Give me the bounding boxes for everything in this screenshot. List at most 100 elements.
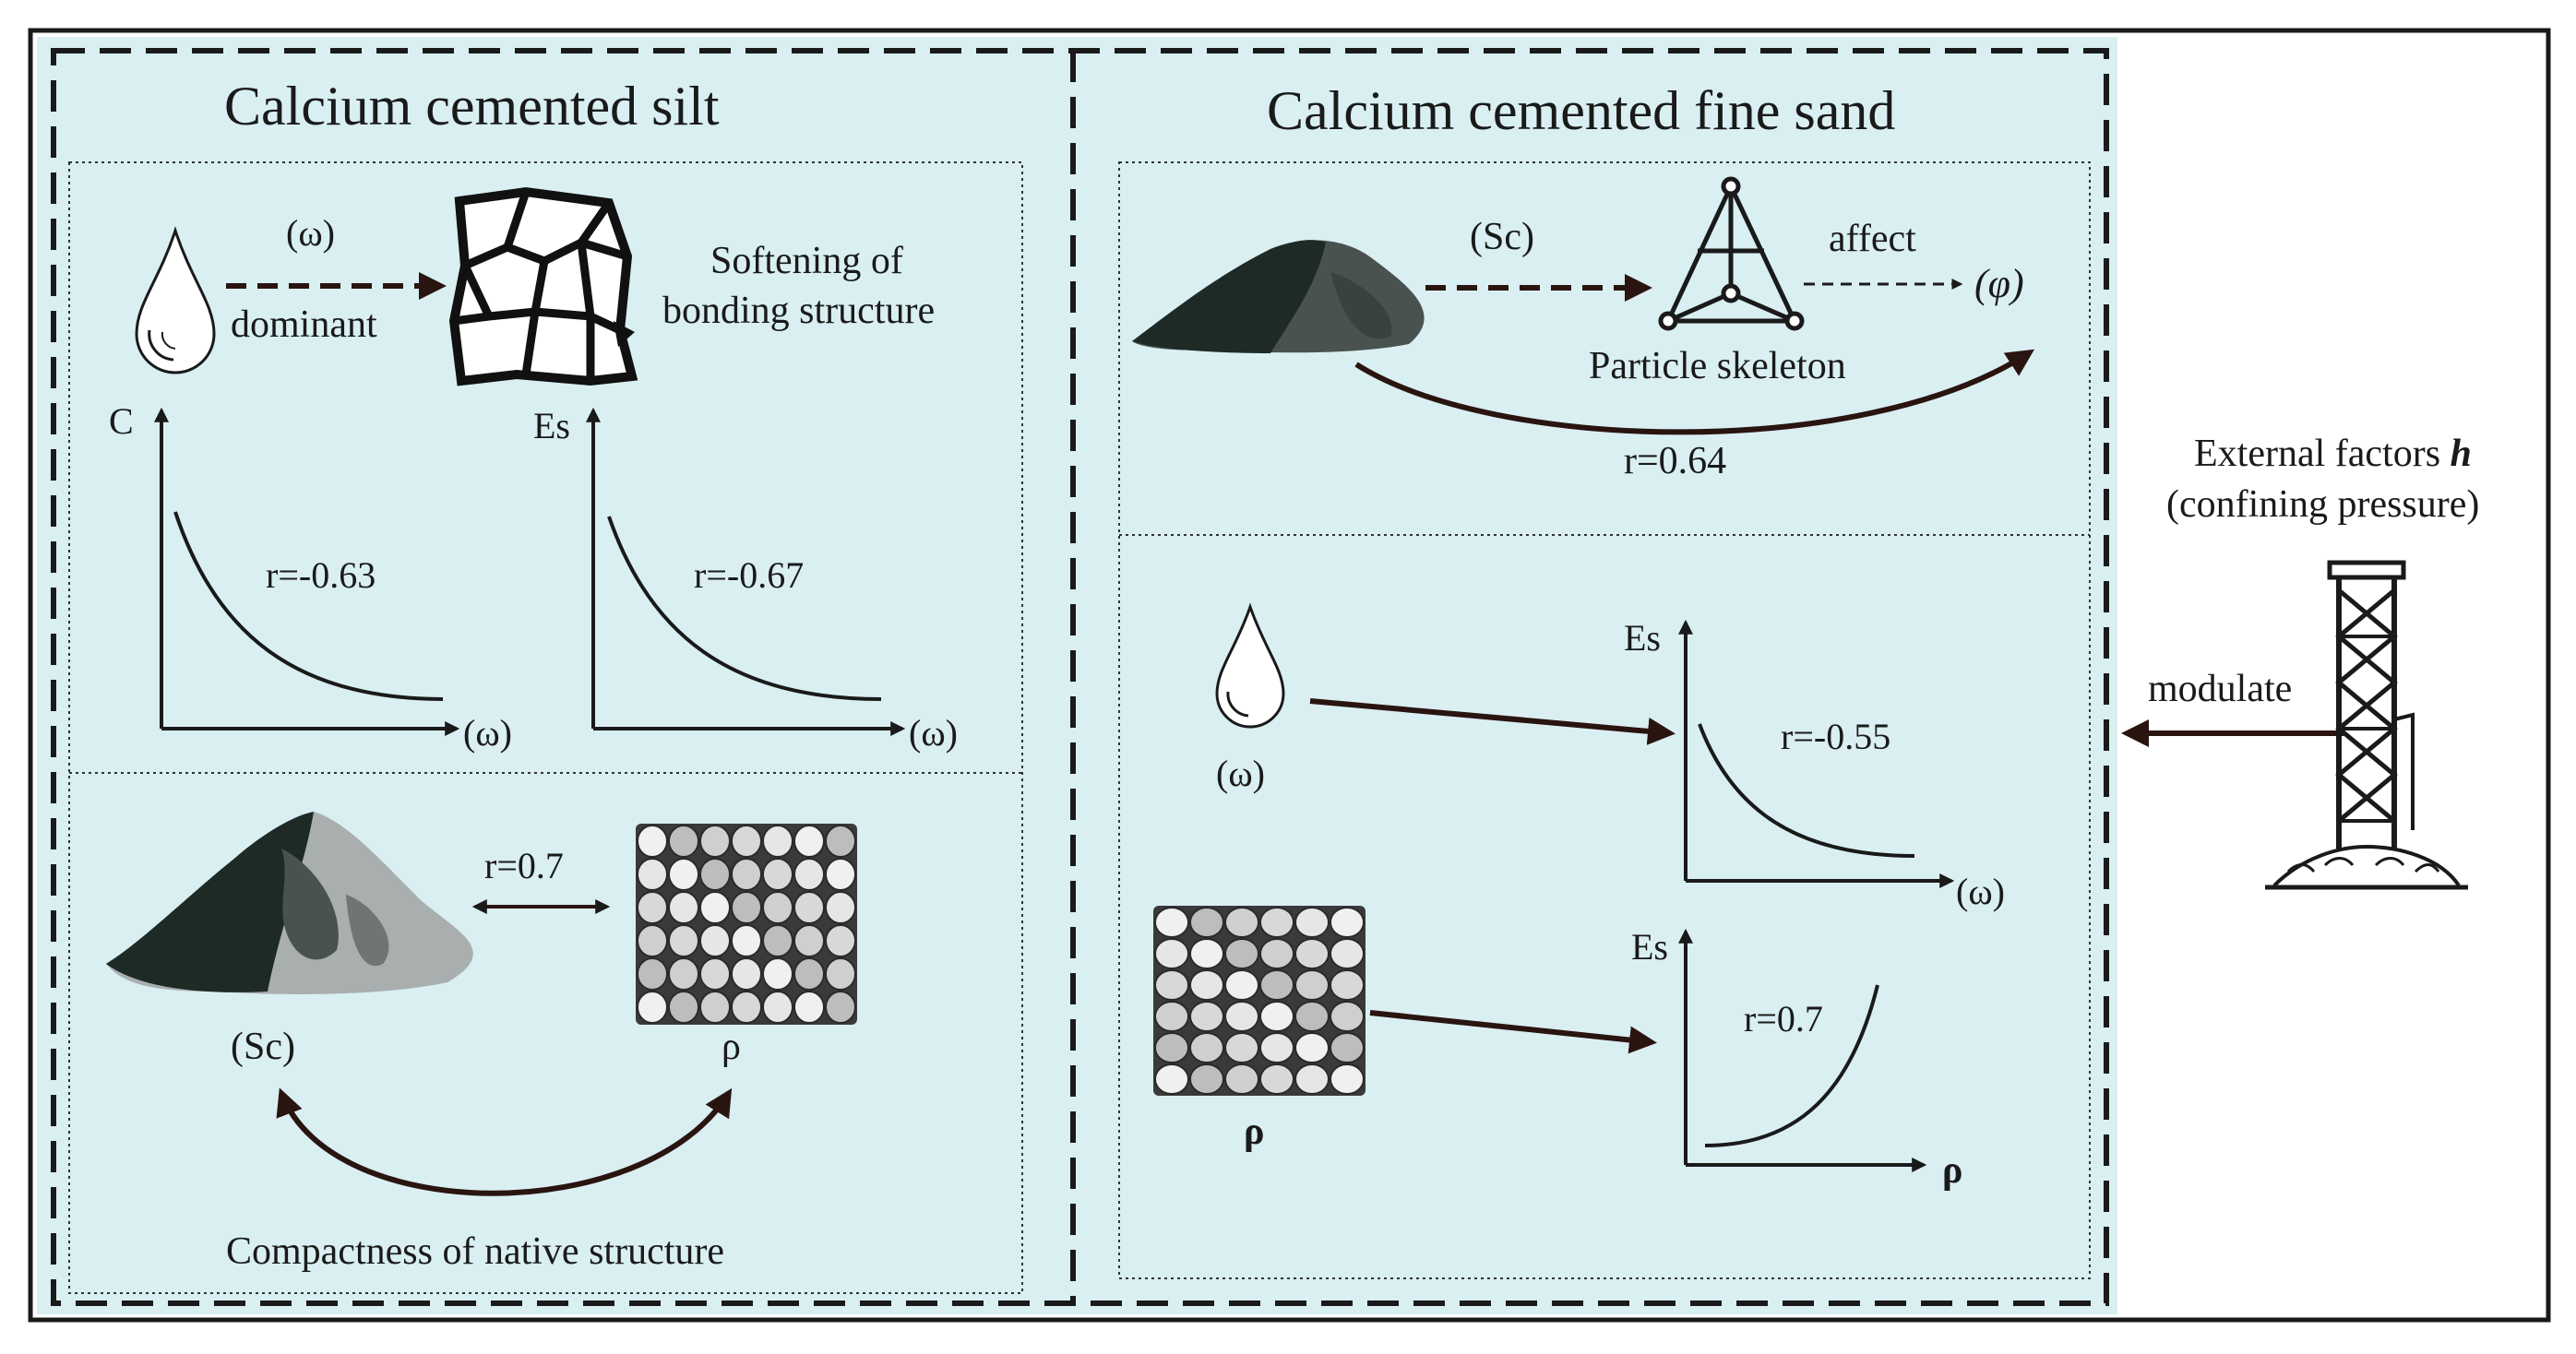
- rho-to-es-arrow: [1369, 1010, 1657, 1054]
- particle-grain: [1154, 907, 1189, 938]
- particle-grain: [762, 957, 793, 991]
- plot-es-vs-w-silt: Es (ω) r=-0.67: [533, 405, 958, 754]
- cracked-block-icon: [448, 186, 638, 386]
- particle-grain: [762, 891, 793, 924]
- particle-grain: [1224, 1032, 1259, 1063]
- particle-grain: [1154, 969, 1189, 1001]
- particle-grain: [793, 957, 825, 991]
- plot-es-w-y-label: Es: [1624, 617, 1661, 659]
- particle-grain: [731, 825, 762, 858]
- plot-c-vs-w: C (ω) r=-0.63: [109, 400, 512, 754]
- silt-sc-label: (Sc): [231, 1026, 295, 1068]
- plot-es-rho-r-label: r=0.7: [1744, 998, 1823, 1039]
- particle-grain: [637, 891, 668, 924]
- particle-grain: [1259, 1001, 1294, 1032]
- sand-subbox: [1118, 161, 2091, 1279]
- particle-grain: [1330, 938, 1365, 969]
- particle-grain: [793, 858, 825, 891]
- plot-es-r-label: r=-0.67: [694, 554, 804, 596]
- plot-es-vs-w-sand: Es (ω) r=-0.55: [1624, 617, 2005, 912]
- water-to-es-arrow: [1309, 698, 1676, 745]
- particle-grain: [1224, 969, 1259, 1001]
- sand-heap-icon: [1132, 240, 1425, 353]
- compactness-label: Compactness of native structure: [226, 1230, 724, 1273]
- particle-grain: [825, 991, 856, 1024]
- particle-grain: [1330, 969, 1365, 1001]
- particle-grain: [793, 825, 825, 858]
- particle-grain: [1189, 938, 1224, 969]
- particle-grain: [1224, 1063, 1259, 1095]
- softening-line1: Softening of: [710, 240, 903, 282]
- sand-title: Calcium cemented fine sand: [1267, 80, 1895, 141]
- particle-grain: [1259, 1063, 1294, 1095]
- particle-grain: [637, 924, 668, 957]
- particle-grain: [699, 858, 731, 891]
- particle-grain: [1330, 907, 1365, 938]
- particle-grain: [668, 858, 699, 891]
- particle-grain: [1189, 1001, 1224, 1032]
- particle-grain: [1189, 969, 1224, 1001]
- soil-heap-icon: [106, 812, 473, 994]
- plot-es-vs-rho-sand: Es ρ r=0.7: [1631, 926, 1962, 1192]
- particle-grain: [1330, 1032, 1365, 1063]
- particle-grain: [1294, 1001, 1330, 1032]
- particle-grain: [731, 991, 762, 1024]
- external-line1: External factors h: [2194, 433, 2472, 475]
- particle-grain: [1294, 938, 1330, 969]
- particle-grain: [731, 858, 762, 891]
- plot-c-r-label: r=-0.63: [266, 554, 376, 596]
- particle-grain: [1259, 1032, 1294, 1063]
- plot-es-curve: [607, 516, 882, 701]
- sand-particle-packing-icon: [1153, 906, 1366, 1096]
- particle-grain: [699, 957, 731, 991]
- sand-water-label: (ω): [1216, 753, 1265, 794]
- loading-tower-icon: [2265, 560, 2468, 890]
- plot-es-w-r-label: r=-0.55: [1781, 716, 1890, 757]
- particle-grain: [1189, 1063, 1224, 1095]
- panel-background: [37, 37, 2117, 1314]
- affect-label: affect: [1829, 218, 1916, 260]
- plot-es-x-label: (ω): [909, 712, 958, 754]
- sand-rho-label: ρ: [1244, 1111, 1264, 1153]
- particle-grain: [1224, 938, 1259, 969]
- particle-grain: [1259, 938, 1294, 969]
- particle-grain: [1189, 907, 1224, 938]
- particle-grain: [825, 891, 856, 924]
- particle-grain: [699, 991, 731, 1024]
- particle-packing-icon: [636, 824, 857, 1025]
- particle-grain: [1224, 1001, 1259, 1032]
- dashed-border: [51, 48, 2109, 1306]
- modulate-label: modulate: [2148, 668, 2292, 710]
- particle-grain: [637, 957, 668, 991]
- particle-grain: [1330, 1063, 1365, 1095]
- particle-grain: [637, 858, 668, 891]
- phi-label: (φ): [1974, 261, 2024, 306]
- particle-grain: [762, 924, 793, 957]
- particle-grain: [668, 991, 699, 1024]
- particle-grain: [825, 825, 856, 858]
- sand-water-drop-icon: [1215, 602, 1285, 729]
- particle-grain: [793, 891, 825, 924]
- particle-grain: [637, 825, 668, 858]
- plot-es-rho-curve: [1704, 984, 1879, 1147]
- water-drop-icon: [135, 226, 216, 374]
- particle-grain: [1154, 1001, 1189, 1032]
- plot-c-x-label: (ω): [463, 712, 512, 754]
- particle-grain: [762, 858, 793, 891]
- skeleton-label: Particle skeleton: [1589, 345, 1846, 387]
- particle-grain: [668, 891, 699, 924]
- particle-skeleton-icon: [1658, 176, 1805, 331]
- particle-grain: [668, 825, 699, 858]
- plot-es-rho-y-label: Es: [1631, 926, 1668, 968]
- dominant-label: dominant: [231, 303, 377, 346]
- plot-c-curve: [173, 511, 444, 701]
- silt-title: Calcium cemented silt: [224, 76, 720, 137]
- particle-grain: [1259, 969, 1294, 1001]
- plot-es-y-label: Es: [533, 405, 570, 446]
- particle-grain: [1294, 1032, 1330, 1063]
- particle-grain: [731, 957, 762, 991]
- softening-line2: bonding structure: [662, 290, 935, 332]
- particle-grain: [1330, 1001, 1365, 1032]
